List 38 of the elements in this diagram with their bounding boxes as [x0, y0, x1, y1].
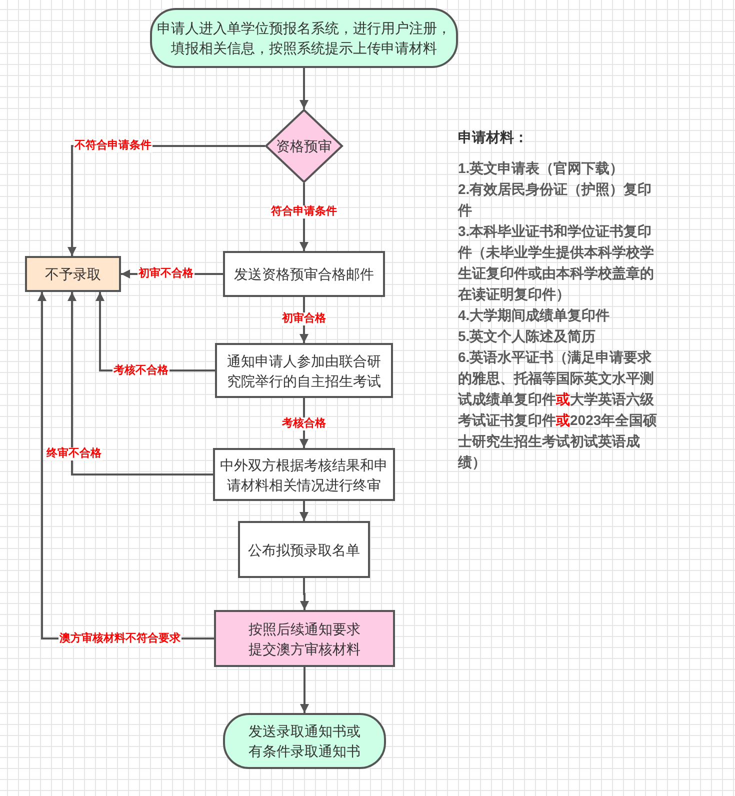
list-heading: 申请材料： [458, 128, 529, 147]
edge-label: 终审不合格 [46, 448, 102, 460]
list-item: 6.英语水平证书（满足申请要求的雅思、托福等国际英文水平测试成绩单复印件或大学英语六级考试证书复印件或2023年全国硕士研究生招生考试初试英语成绩） [458, 348, 658, 472]
process-box [25, 256, 121, 292]
list-item: 2.有效居民身份证（护照）复印件 [458, 180, 653, 220]
edge-label: 符合申请条件 [270, 206, 338, 218]
edge-label: 初审不合格 [138, 268, 194, 280]
decision-diamond [265, 109, 343, 183]
process-box [223, 251, 385, 297]
arrow [68, 292, 213, 476]
process-box [238, 521, 370, 578]
node-text: 中外双方根据考核结果和申请材料相关情况进行终审 [219, 456, 389, 494]
node-text: 发送录取通知书或有条件录取通知书 [248, 722, 362, 761]
arrow [300, 68, 308, 109]
node-text: 发送资格预审合格邮件 [234, 265, 374, 284]
list-item: 1.英文申请表（官网下载） [458, 159, 625, 178]
list-item: 4.大学期间成绩单复印件 [458, 306, 611, 325]
edge-label: 考核不合格 [112, 364, 170, 378]
node-text: 不予录取 [45, 265, 101, 284]
edge-label: 初审合格 [281, 312, 327, 326]
process-box [215, 343, 393, 398]
node-text: 通知申请人参加由联合研究院举行的自主招生考试 [226, 352, 382, 390]
arrow [300, 501, 308, 521]
node-text: 按照后续通知要求提交澳方审核材料 [248, 620, 362, 658]
edge-label: 考核合格 [281, 418, 327, 430]
edge-label: 澳方审核材料不符合要求 [58, 632, 182, 646]
arrow [300, 578, 309, 610]
process-box [214, 610, 395, 667]
terminal-box [223, 713, 386, 769]
terminal-box [150, 8, 458, 68]
edge-label: 不符合申请条件 [74, 140, 152, 152]
arrow [300, 667, 309, 713]
list-item: 5.英文个人陈述及简历 [458, 327, 597, 346]
list-item: 3.本科毕业证书和学位证书复印件（未毕业学生提供本科学校学生证复印件或由本科学校盖章的在读证明复印件） [458, 222, 655, 304]
node-text: 公布拟预录取名单 [248, 540, 360, 560]
process-box [213, 448, 395, 501]
node-text: 申请人进入单学位预报名系统，进行用户注册，填报相关信息，按照系统提示上传申请材料 [156, 19, 452, 58]
node-text: 资格预审 [276, 137, 332, 156]
